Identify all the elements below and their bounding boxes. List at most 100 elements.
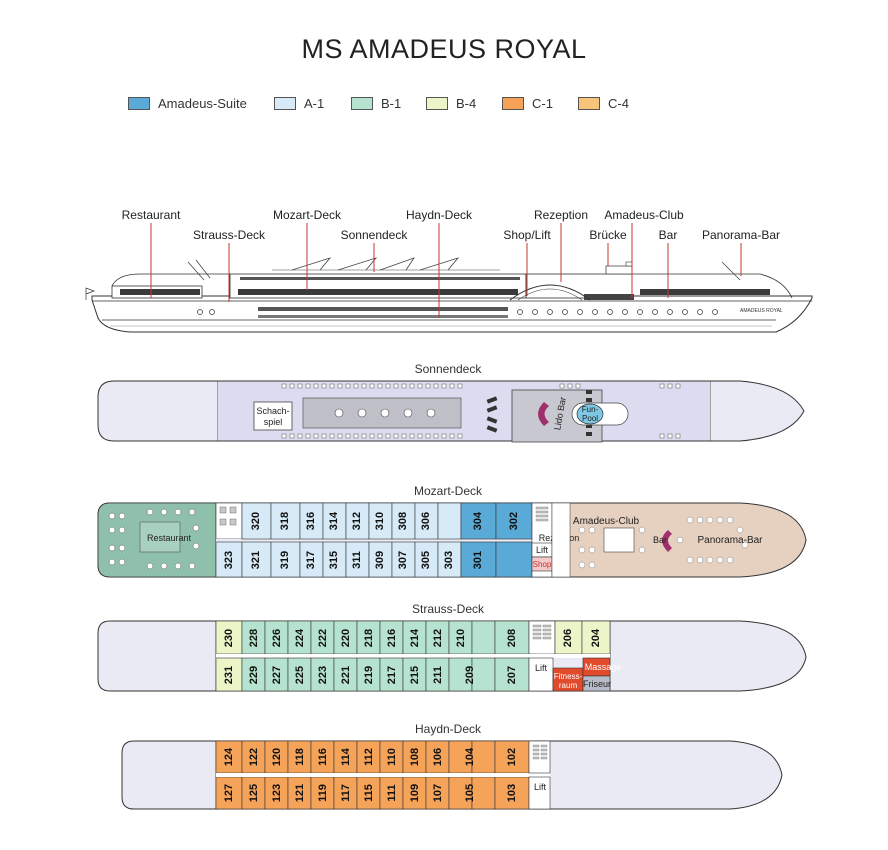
cabin-number: 229: [248, 666, 260, 684]
chess-area: [253, 401, 293, 431]
cabin-number: 314: [328, 511, 340, 530]
cabin-number: 204: [590, 628, 602, 647]
haydn-deck-plan: Lift 124 122 120 118 116 114 112 110 108…: [121, 740, 783, 810]
deck-title-sonnendeck: Sonnendeck: [414, 362, 482, 376]
cabin-number: 116: [317, 748, 329, 766]
amadeus-club-label: Amadeus-Club: [573, 516, 640, 527]
legend-swatch: [502, 96, 524, 110]
fitness-label-1: Fitness-: [554, 672, 583, 681]
cabin-number: 208: [506, 629, 518, 647]
cabin-number: 111: [386, 784, 398, 801]
mozart-deck-plan: Restaurant 320 318 316 314 312: [97, 502, 807, 578]
cabin-number: 206: [562, 629, 574, 647]
fun-pool: [576, 403, 604, 425]
legend-item-b-1: B-1: [351, 94, 401, 112]
cabin-number: 227: [271, 666, 283, 684]
cabin-number: 210: [455, 629, 467, 647]
cabin-number: 209: [464, 666, 476, 684]
haydn-lift-label: Lift: [534, 782, 547, 792]
cabin-number: 215: [409, 666, 421, 684]
legend-swatch: [128, 96, 150, 110]
label-rezeption: Rezeption: [534, 208, 588, 222]
cabin-number: 114: [340, 747, 352, 766]
cabin-number: 302: [508, 512, 520, 530]
cabin-number: 212: [432, 629, 444, 647]
mozart-restaurant-label: Restaurant: [147, 533, 192, 543]
fitness-label-2: raum: [559, 681, 578, 690]
legend-label: B-1: [381, 95, 402, 111]
fun-pool-label-1: Fun-: [582, 405, 599, 414]
legend-item-amadeus-suite: Amadeus-Suite: [128, 94, 247, 112]
label-haydn-deck: Haydn-Deck: [406, 208, 473, 222]
deck-title-mozart: Mozart-Deck: [413, 484, 483, 498]
cabin-number: 125: [248, 784, 260, 802]
legend-label: C-1: [532, 95, 553, 111]
cabin-number: 115: [363, 784, 375, 802]
label-sonnendeck: Sonnendeck: [341, 228, 409, 242]
cabin-number: 119: [317, 784, 329, 802]
cabin-number: 323: [223, 551, 235, 569]
cabin-number: 117: [340, 784, 352, 802]
cabin-number: 118: [294, 748, 306, 766]
label-bruecke: Brücke: [589, 228, 627, 242]
legend-label: Amadeus-Suite: [158, 95, 247, 111]
cabin-number: 230: [223, 629, 235, 647]
legend-swatch: [426, 96, 448, 110]
cabin-number: 109: [409, 784, 421, 802]
strauss-lift-label: Lift: [535, 663, 548, 673]
legend-label: A-1: [304, 95, 325, 111]
friseur-label: Friseur: [583, 679, 611, 689]
cabin-number: 310: [374, 512, 386, 530]
strauss-deck-plan: 230 228 226 224 222 220 218 216 214 212 …: [97, 620, 807, 692]
label-strauss-deck: Strauss-Deck: [193, 228, 266, 242]
cabin-number: 304: [472, 511, 484, 530]
cabin-number: 221: [340, 666, 352, 684]
cabin-number: 224: [294, 628, 306, 647]
mozart-lift-label: Lift: [536, 545, 549, 555]
cabin-number: 219: [363, 666, 375, 684]
cabin-number: 122: [248, 748, 260, 766]
cabin-number: 121: [294, 784, 306, 802]
cabin-number: 127: [223, 784, 235, 802]
label-amadeus-club: Amadeus-Club: [604, 208, 684, 222]
cabin-number: 214: [409, 628, 421, 647]
deck-title-haydn: Haydn-Deck: [414, 722, 482, 736]
cabin-number: 211: [432, 666, 444, 684]
cabin-number: 103: [506, 784, 518, 802]
cabin-number: 225: [294, 666, 306, 684]
sonnendeck-plan: Schach- spiel Lido Bar Fun- Pool: [97, 380, 805, 443]
legend-item-a-1: A-1: [274, 94, 324, 112]
legend-item-c-1: C-1: [502, 94, 553, 112]
cabin-number: 319: [279, 551, 291, 569]
cabin-number: 120: [271, 748, 283, 766]
deck-title-strauss: Strauss-Deck: [411, 602, 485, 616]
page-title: MS AMADEUS ROYAL: [301, 34, 587, 64]
fun-pool-label-2: Pool: [582, 414, 598, 423]
legend-swatch: [274, 96, 296, 110]
cabin-number: 106: [432, 748, 444, 766]
cabin-number: 309: [374, 551, 386, 569]
cabin-number: 220: [340, 629, 352, 647]
cabin-number: 207: [506, 666, 518, 684]
ship-side-view: AMADEUS ROYAL Restaurant Strauss-Deck Mo…: [85, 208, 813, 333]
cabin-number: 112: [363, 748, 375, 766]
cabin-number: 228: [248, 629, 260, 647]
cabin-number: 316: [305, 512, 317, 530]
label-shop-lift: Shop/Lift: [503, 228, 551, 242]
label-panorama-bar: Panorama-Bar: [702, 228, 780, 242]
label-bar: Bar: [659, 228, 678, 242]
cabin-number: 218: [363, 629, 375, 647]
cabin-number: 110: [386, 748, 398, 766]
legend-item-c-4: C-4: [578, 94, 629, 112]
cabin-number: 226: [271, 629, 283, 647]
label-mozart-deck: Mozart-Deck: [273, 208, 342, 222]
legend-swatch: [578, 96, 600, 110]
cabin-number: 217: [386, 666, 398, 684]
cabin-number: 231: [223, 666, 235, 684]
cabin-number: 301: [472, 551, 484, 569]
cabin-number: 315: [328, 551, 340, 569]
cabin-number: 318: [279, 512, 291, 530]
cabin-number: 105: [464, 784, 476, 802]
mozart-cabins-top: [241, 502, 533, 540]
